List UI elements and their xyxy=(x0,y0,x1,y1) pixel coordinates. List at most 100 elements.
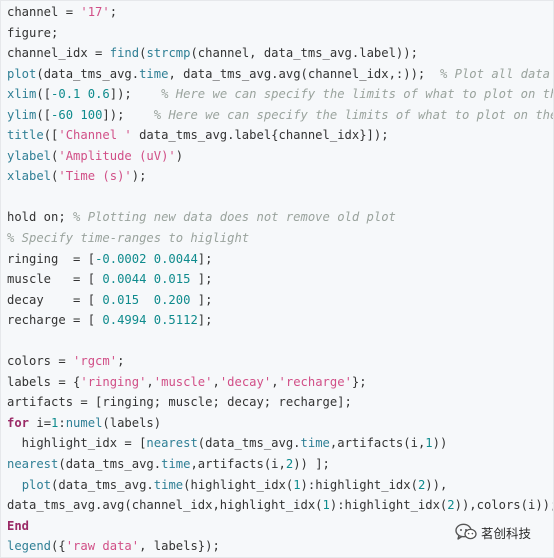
code-line: data_tms_avg.avg(channel_idx,highlight_i… xyxy=(7,495,553,516)
code-text: , xyxy=(146,374,154,389)
code-text: ]; xyxy=(190,292,213,307)
code-text: channel_idx = xyxy=(7,46,110,61)
function-name: time xyxy=(153,477,184,492)
function-name: title xyxy=(7,128,44,143)
code-text: ([ xyxy=(43,128,59,143)
code-text: , xyxy=(271,374,279,389)
code-text: i= xyxy=(29,415,52,430)
string-literal: 'recharge' xyxy=(278,374,352,389)
number-literal: 0.0044 0.015 xyxy=(102,272,191,287)
watermark-text: 茗创科技 xyxy=(481,525,532,541)
code-line: decay = [ 0.015 0.200 ]; xyxy=(7,290,553,311)
code-text: ) xyxy=(175,148,184,163)
number-literal: 1 xyxy=(425,436,433,451)
code-text: (data_tms_avg. xyxy=(197,436,301,451)
code-text: ]; xyxy=(190,272,213,287)
function-name: numel xyxy=(65,415,103,430)
code-text: , labels}); xyxy=(139,539,220,554)
code-text: (data_tms_avg. xyxy=(51,477,154,492)
keyword: for xyxy=(7,415,30,430)
code-text: ]); xyxy=(102,107,154,122)
number-literal: 1 xyxy=(51,415,59,430)
code-line: ylim([-60 100]); % Here we can specify t… xyxy=(7,105,553,126)
code-line: title(['Channel ' data_tms_avg.label{cha… xyxy=(7,125,553,146)
code-text: ( xyxy=(51,169,59,184)
code-text: )),colors(i)); xyxy=(454,498,554,513)
code-line: highlight_idx = [nearest(data_tms_avg.ti… xyxy=(7,433,553,454)
function-name: time xyxy=(161,457,191,472)
function-name: ylabel xyxy=(7,148,52,163)
number-literal: 2 xyxy=(285,457,294,472)
code-text: (data_tms_avg. xyxy=(36,66,140,81)
code-text: hold on; xyxy=(7,210,74,225)
number-literal: 1 xyxy=(293,477,301,492)
code-text: highlight_idx = [ xyxy=(7,436,147,451)
string-literal: 'raw data' xyxy=(65,539,140,554)
code-text: ; xyxy=(109,5,118,19)
function-name: legend xyxy=(7,539,52,554)
code-line: colors = 'rgcm'; xyxy=(7,351,553,372)
string-literal: 'Channel ' xyxy=(58,128,132,143)
code-line: ringing = [-0.0002 0.0044]; xyxy=(7,249,553,270)
code-text: ]; xyxy=(197,251,213,266)
code-text: ):highlight_idx( xyxy=(300,477,418,492)
code-text: ( xyxy=(139,46,147,61)
code-line: muscle = [ 0.0044 0.015 ]; xyxy=(7,269,553,290)
code-line: channel_idx = find(strcmp(channel, data_… xyxy=(7,43,553,64)
keyword: End xyxy=(7,518,30,533)
code-line: artifacts = [ringing; muscle; decay; rec… xyxy=(7,392,553,413)
code-text: ,artifacts(i, xyxy=(329,436,426,451)
code-text: data_tms_avg.label{channel_idx}]); xyxy=(131,128,389,143)
code-text: recharge = [ xyxy=(7,313,103,328)
code-text: labels = { xyxy=(7,374,81,389)
code-text: }; xyxy=(351,374,367,389)
code-line: recharge = [ 0.4994 0.5112]; xyxy=(7,310,553,331)
code-text: ringing = [ xyxy=(7,251,96,266)
comment: % Here we can specify the limits of what… xyxy=(153,107,553,122)
string-literal: 'Amplitude (uV)' xyxy=(58,148,176,163)
watermark: 茗创科技 xyxy=(455,522,531,542)
code-text: , xyxy=(212,374,220,389)
code-text: channel = xyxy=(7,5,81,19)
code-text: ):highlight_idx( xyxy=(329,498,448,513)
code-text: decay = [ xyxy=(7,292,103,307)
code-line: hold on; % Plotting new data does not re… xyxy=(7,207,553,228)
wechat-icon xyxy=(455,523,477,540)
number-literal: -0.1 0.6 xyxy=(51,87,110,102)
code-text: ({ xyxy=(51,539,66,554)
code-text: )), xyxy=(425,477,448,492)
code-line xyxy=(7,187,553,208)
comment: % Here we can specify the limits of what… xyxy=(161,87,553,102)
code-text: figure; xyxy=(7,25,59,40)
code-text: ; xyxy=(117,354,125,369)
string-literal: 'muscle' xyxy=(153,374,213,389)
function-name: time xyxy=(139,66,169,81)
function-name: plot xyxy=(21,477,52,492)
number-literal: -0.0002 0.0044 xyxy=(95,251,198,266)
code-line: plot(data_tms_avg.time, data_tms_avg.avg… xyxy=(7,64,553,85)
code-line: nearest(data_tms_avg.time,artifacts(i,2)… xyxy=(7,454,553,475)
function-name: nearest xyxy=(146,436,198,451)
code-line: for i=1:numel(labels) xyxy=(7,413,553,434)
code-text: ([ xyxy=(36,107,52,122)
code-text: artifacts = [ringing; muscle; decay; rec… xyxy=(7,395,352,410)
number-literal: 0.4994 0.5112 xyxy=(102,313,198,328)
code-text: ( xyxy=(51,148,59,163)
code-text: ]); xyxy=(109,87,162,102)
string-literal: 'Time (s)' xyxy=(58,169,132,184)
code-line: legend({'raw data', labels}); xyxy=(7,536,553,557)
function-name: ylim xyxy=(7,107,37,122)
code-line: channel = '17'; xyxy=(7,2,553,23)
code-text: ); xyxy=(131,169,147,184)
function-name: time xyxy=(300,436,330,451)
comment: % Specify time-ranges to higlight xyxy=(7,231,250,246)
code-line: plot(data_tms_avg.time(highlight_idx(1):… xyxy=(7,475,553,496)
function-name: plot xyxy=(7,66,37,81)
code-line: ylabel('Amplitude (uV)') xyxy=(7,146,553,167)
code-line: labels = {'ringing','muscle','decay','re… xyxy=(7,372,553,393)
code-line: % Specify time-ranges to higlight xyxy=(7,228,553,249)
number-literal: -60 100 xyxy=(51,107,103,122)
number-literal: 1 xyxy=(322,498,330,513)
number-literal: 0.015 0.200 xyxy=(102,292,191,307)
